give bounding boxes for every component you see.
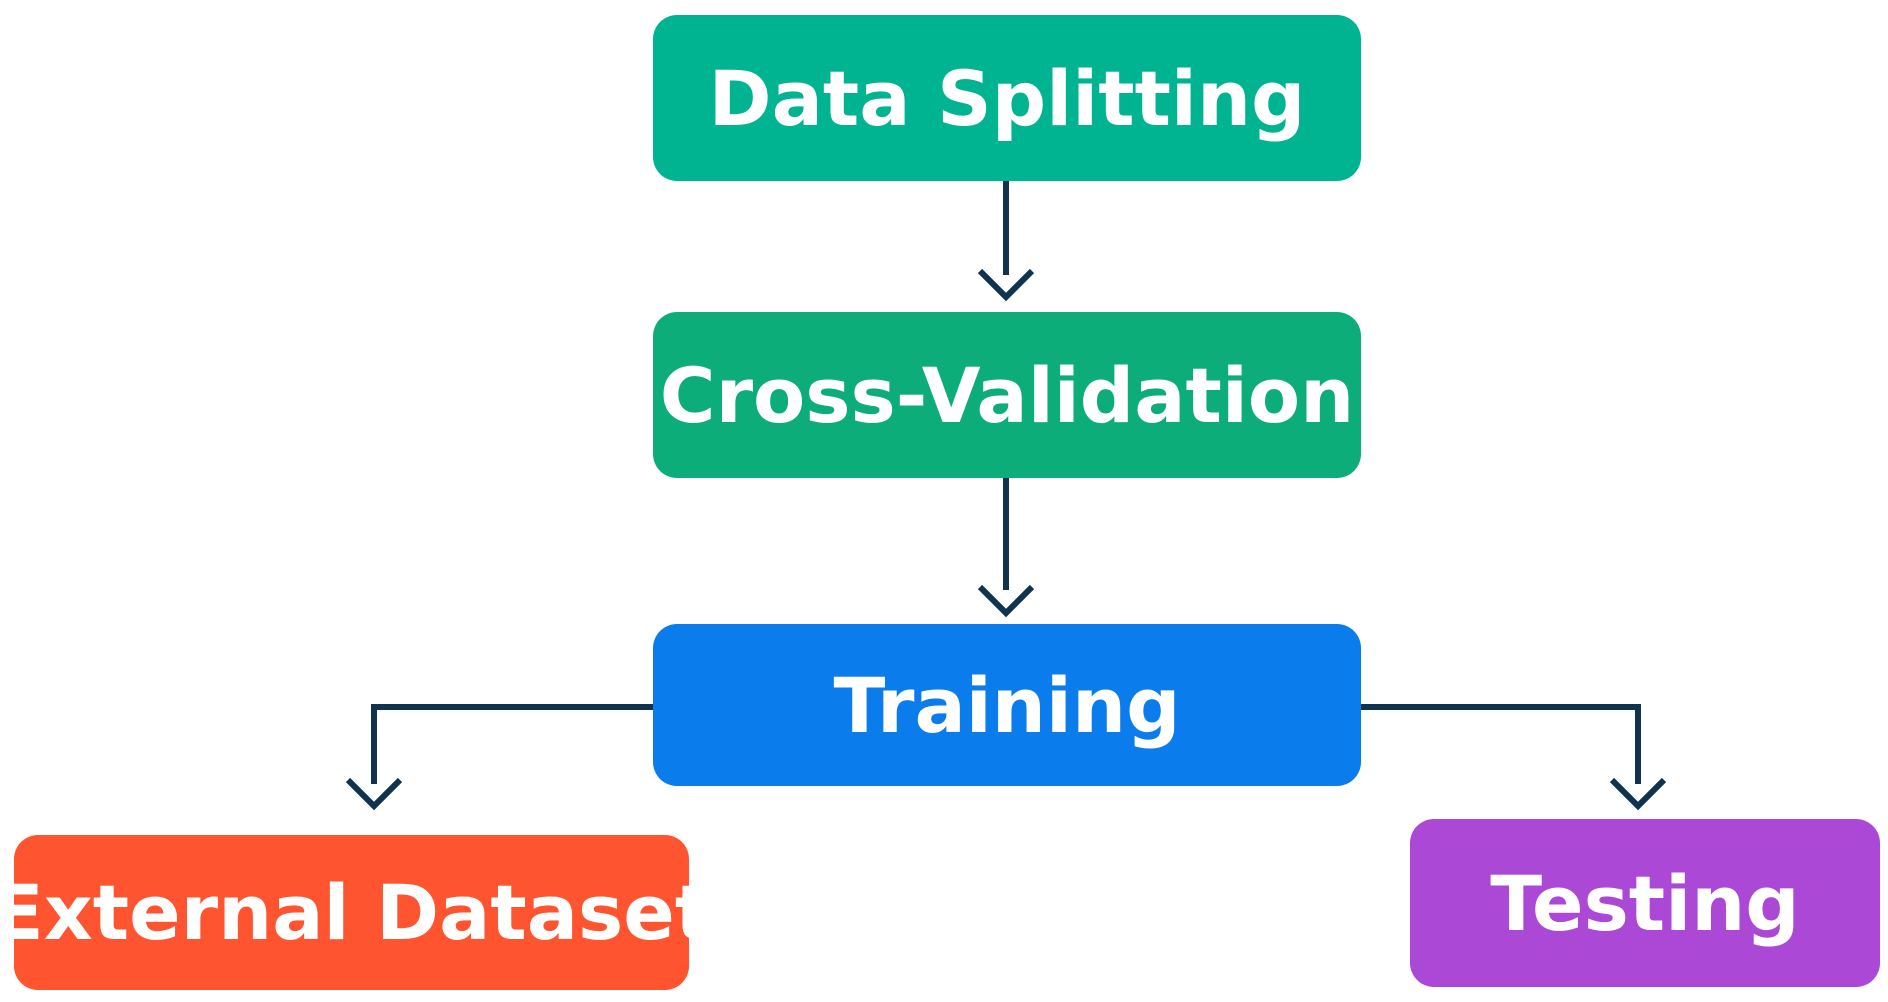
node-testing: Testing: [1410, 819, 1880, 987]
edge-training-to-testing: [1361, 704, 1667, 811]
node-cross-validation-label: Cross-Validation: [659, 350, 1355, 440]
node-training: Training: [653, 624, 1361, 786]
node-data-splitting: Data Splitting: [653, 15, 1361, 181]
node-training-label: Training: [833, 660, 1181, 750]
node-testing-label: Testing: [1490, 858, 1800, 948]
node-external-dataset-label: External Dataset: [0, 868, 712, 957]
edge-training-to-external-dataset: [345, 704, 653, 811]
edge-cross-validation-to-training: [977, 478, 1035, 618]
node-cross-validation: Cross-Validation: [653, 312, 1361, 478]
node-external-dataset: External Dataset: [0, 835, 711, 990]
node-data-splitting-label: Data Splitting: [708, 53, 1306, 143]
edge-data-splitting-to-cross-validation: [977, 181, 1035, 302]
